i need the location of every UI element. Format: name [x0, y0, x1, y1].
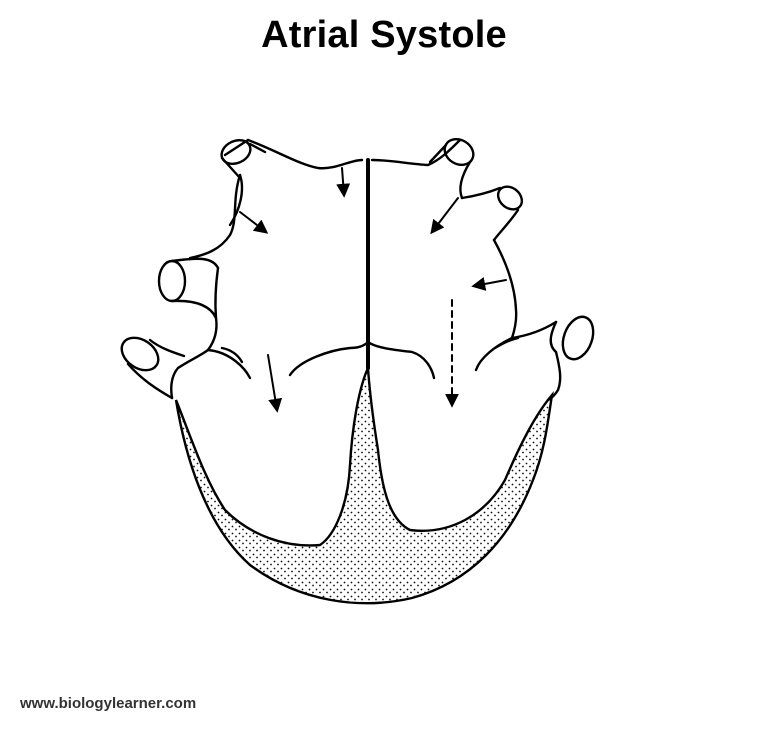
flow-arrow-left-upper [239, 211, 269, 234]
source-url: www.biologylearner.com [20, 695, 197, 712]
upper-right-vessel [443, 137, 475, 167]
middle-right-vessel [496, 185, 524, 211]
left-atrium-outline [246, 138, 364, 170]
left-atrial-wall [188, 173, 242, 260]
right-atrium-outline [370, 138, 462, 167]
lower-right-vessel [561, 315, 595, 361]
flow-arrow-right-middle [471, 277, 507, 291]
middle-left-vessel [157, 259, 187, 303]
left-vessel-upper-outline [223, 138, 250, 227]
flow-arrow-left-down [267, 354, 283, 413]
diagram-title: Atrial Systole [261, 14, 507, 56]
flow-arrow-left-top [336, 167, 351, 198]
flow-arrow-right-upper [430, 197, 459, 235]
ventricle-wall [174, 367, 554, 605]
lower-left-vessel [120, 336, 160, 372]
right-av-valve [366, 336, 514, 380]
left-av-valve [206, 340, 370, 380]
